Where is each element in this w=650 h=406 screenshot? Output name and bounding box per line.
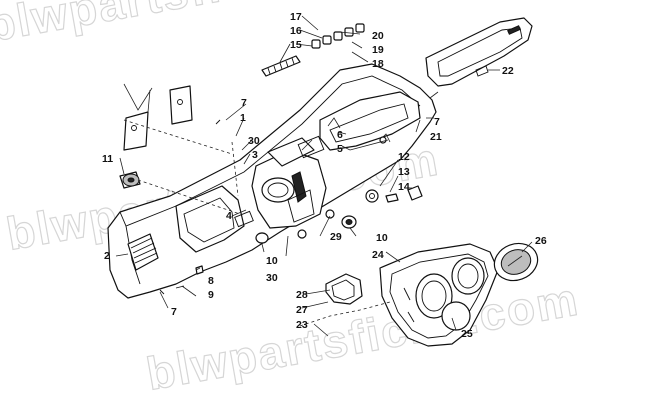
- dashboard-body: [107, 63, 437, 299]
- callout-24: 24: [372, 249, 384, 261]
- callout-12: 12: [398, 151, 410, 163]
- callout-labels: 7 1 30 3 4 6 5 7 21 22 17 16 15 20 19 18…: [102, 11, 547, 340]
- mounting-bracket: [123, 83, 193, 151]
- callout-3: 3: [252, 149, 258, 161]
- instrument-cover-bezel: [425, 17, 533, 87]
- callout-23: 23: [296, 319, 308, 331]
- callout-7-right: 7: [434, 116, 440, 128]
- callout-21: 21: [430, 131, 442, 143]
- callout-17: 17: [290, 11, 302, 23]
- callout-1: 1: [240, 112, 246, 124]
- callout-29: 29: [330, 231, 342, 243]
- callout-10-right: 10: [376, 232, 388, 244]
- callout-30-lower: 30: [266, 272, 278, 284]
- callout-2: 2: [104, 250, 110, 262]
- callout-25: 25: [461, 328, 473, 340]
- callout-27: 27: [296, 304, 308, 316]
- callout-8: 8: [208, 275, 214, 287]
- tachometer-gauge: [493, 242, 539, 282]
- gauge-bracket: [299, 273, 391, 327]
- callout-28: 28: [296, 289, 308, 301]
- callout-20: 20: [372, 30, 384, 42]
- callout-7: 7: [241, 97, 247, 109]
- vent-grille: [127, 233, 159, 271]
- callout-7-lower: 7: [171, 306, 177, 318]
- callout-14: 14: [398, 181, 410, 193]
- callout-4: 4: [226, 210, 232, 222]
- callout-13: 13: [398, 166, 410, 178]
- callout-6: 6: [337, 129, 343, 141]
- indicator-lenses: [311, 23, 365, 49]
- shifter-slot: [291, 171, 307, 203]
- callout-19: 19: [372, 44, 384, 56]
- callout-10-left: 10: [266, 255, 278, 267]
- callout-26: 26: [535, 235, 547, 247]
- leader-lines: [115, 15, 533, 337]
- callout-18: 18: [372, 58, 384, 70]
- callout-5: 5: [337, 143, 343, 155]
- callout-16: 16: [290, 25, 302, 37]
- callout-30: 30: [248, 135, 260, 147]
- callout-15: 15: [290, 39, 302, 51]
- callout-9: 9: [208, 289, 214, 301]
- callout-11: 11: [102, 153, 113, 165]
- display-panel: [267, 137, 315, 167]
- instrument-cluster: [379, 243, 499, 347]
- switch-strip: [261, 55, 301, 77]
- callout-22: 22: [502, 65, 514, 77]
